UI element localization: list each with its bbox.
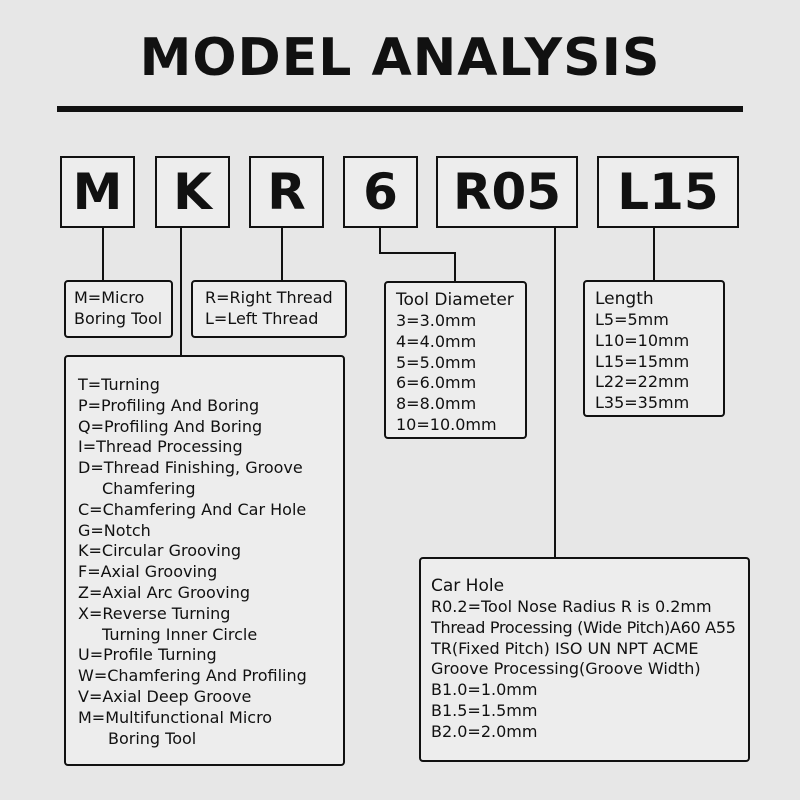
box-line: R0.2=Tool Nose Radius R is 0.2mm bbox=[431, 597, 712, 616]
box-line: Groove Processing(Groove Width) bbox=[431, 659, 701, 679]
code-box-k: K bbox=[155, 156, 230, 228]
box-line: X=Reverse Turning bbox=[78, 603, 231, 623]
box-line: M=Micro bbox=[74, 288, 145, 307]
box-line: B2.0=2.0mm bbox=[431, 721, 538, 741]
code-box-r: R bbox=[249, 156, 324, 228]
box-line: 8=8.0mm bbox=[396, 394, 477, 414]
box-line: P=Profiling And Boring bbox=[78, 395, 260, 415]
tool-type-box: T=Turning P=Profiling And Boring Q=Profi… bbox=[64, 355, 345, 766]
connector-diameter bbox=[379, 228, 456, 281]
box-line: M=Multifunctional Micro bbox=[78, 707, 273, 727]
box-line: V=Axial Deep Groove bbox=[78, 686, 252, 706]
box-line: B1.0=1.0mm bbox=[431, 680, 538, 700]
box-line: T=Turning bbox=[78, 375, 160, 394]
box-line: L22=22mm bbox=[595, 372, 690, 392]
box-line: I=Thread Processing bbox=[78, 437, 243, 457]
box-line: L10=10mm bbox=[595, 330, 690, 350]
page-title: MODEL ANALYSIS bbox=[139, 28, 661, 88]
micro-boring-box: M=Micro Boring Tool bbox=[64, 280, 173, 338]
box-line: C=Chamfering And Car Hole bbox=[78, 499, 307, 519]
box-line: Boring Tool bbox=[108, 728, 197, 748]
code-box-m: M bbox=[60, 156, 135, 228]
box-line: L=Left Thread bbox=[205, 308, 319, 328]
box-line: R=Right Thread bbox=[205, 288, 333, 307]
box-line: L5=5mm bbox=[595, 310, 669, 329]
box-line: L15=15mm bbox=[595, 351, 690, 371]
tool-diameter-box: Tool Diameter 3=3.0mm 4=4.0mm 5=5.0mm 6=… bbox=[384, 281, 527, 439]
box-line: D=Thread Finishing, Groove bbox=[78, 458, 303, 478]
thread-direction-box: R=Right Thread L=Left Thread bbox=[191, 280, 347, 338]
box-line: K=Circular Grooving bbox=[78, 541, 242, 561]
box-line: Z=Axial Arc Grooving bbox=[78, 582, 251, 602]
box-line: Boring Tool bbox=[74, 308, 163, 328]
box-heading: Car Hole bbox=[431, 576, 505, 596]
length-box: Length L5=5mm L10=10mm L15=15mm L22=22mm… bbox=[583, 280, 725, 417]
code-box-r05: R05 bbox=[436, 156, 578, 228]
box-line: U=Profile Turning bbox=[78, 645, 217, 665]
code-box-diameter: 6 bbox=[343, 156, 418, 228]
code-box-l15: L15 bbox=[597, 156, 739, 228]
box-line: 4=4.0mm bbox=[396, 331, 477, 351]
box-line: Q=Profiling And Boring bbox=[78, 416, 263, 436]
box-heading: Length bbox=[595, 289, 654, 309]
box-line: 5=5.0mm bbox=[396, 352, 477, 372]
box-heading: Tool Diameter bbox=[396, 290, 514, 310]
title-divider bbox=[57, 106, 743, 112]
box-line: TR(Fixed Pitch) ISO UN NPT ACME bbox=[431, 638, 699, 658]
box-line: Turning Inner Circle bbox=[102, 624, 258, 644]
car-hole-box: Car Hole R0.2=Tool Nose Radius R is 0.2m… bbox=[419, 557, 750, 762]
box-line: L35=35mm bbox=[595, 393, 690, 413]
box-line: G=Notch bbox=[78, 520, 151, 540]
box-line: B1.5=1.5mm bbox=[431, 700, 538, 720]
box-line: 3=3.0mm bbox=[396, 311, 477, 330]
box-line: W=Chamfering And Profiling bbox=[78, 666, 307, 686]
box-line: 6=6.0mm bbox=[396, 373, 477, 393]
box-line: Chamfering bbox=[102, 478, 196, 498]
box-line: 10=10.0mm bbox=[396, 414, 497, 434]
box-line: Thread Processing (Wide Pitch)A60 A55 bbox=[431, 617, 736, 637]
box-line: F=Axial Grooving bbox=[78, 562, 218, 582]
